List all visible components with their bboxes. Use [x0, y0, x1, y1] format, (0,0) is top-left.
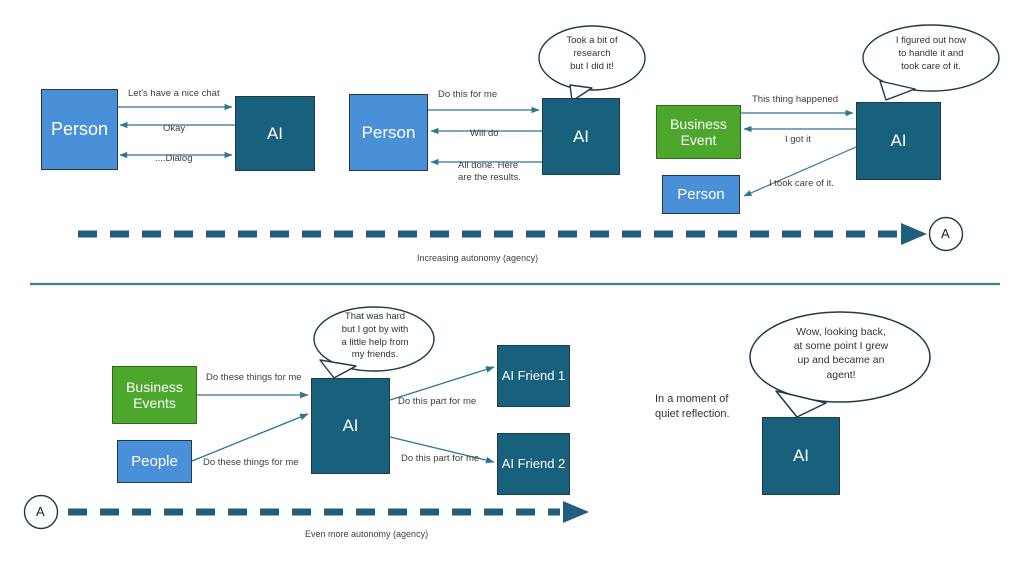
node-people-panel4[interactable]: People — [117, 440, 192, 483]
panel4-connectors — [191, 366, 495, 464]
label-p3-msg1: This thing happened — [752, 94, 839, 105]
panel1-connectors — [118, 103, 235, 159]
node-label: AI Friend 2 — [501, 455, 566, 471]
arrow-p4-ai-to-friend1 — [389, 366, 495, 401]
node-label: Person — [361, 122, 416, 142]
node-ai-panel5[interactable]: AI — [762, 417, 840, 495]
bubble-text-panel3: I figured out how to handle it and took … — [895, 35, 967, 72]
node-business-events-panel4[interactable]: Business Events — [112, 366, 197, 424]
node-label: AI — [572, 126, 590, 146]
bottom-axis-caption: Even more autonomy (agency) — [305, 529, 429, 539]
node-ai-panel4[interactable]: AI — [311, 378, 390, 474]
node-label: AI — [342, 416, 359, 436]
top-axis-end-circle — [928, 216, 964, 252]
top-axis-marker-letter: A — [941, 226, 950, 241]
panel3-connectors — [741, 109, 857, 197]
quiet-reflection-caption: In a moment of quiet reflection. — [655, 393, 730, 420]
label-p2-msg3: All done. Here are the results. — [458, 160, 521, 183]
arrow-p3-msg3 — [743, 146, 857, 197]
node-label: Person — [677, 185, 725, 203]
label-p3-msg2: I got it — [785, 134, 811, 145]
bottom-autonomy-axis — [23, 494, 589, 530]
bottom-axis-arrowhead — [563, 501, 589, 523]
panel2-speech-bubble — [538, 25, 646, 102]
bubble-text-panel2: Took a bit of research but I did it! — [566, 35, 618, 72]
bottom-axis-start-circle — [23, 494, 59, 530]
node-ai-panel3[interactable]: AI — [856, 102, 941, 180]
bubble-text-panel4: That was hard but I got by with a little… — [341, 311, 409, 361]
node-ai-friend-1[interactable]: AI Friend 1 — [497, 345, 570, 407]
label-p3-msg3: I took care of it. — [769, 178, 834, 189]
node-person-panel1[interactable]: Person — [41, 89, 118, 170]
panel3-speech-bubble — [862, 24, 1000, 101]
node-label: AI Friend 1 — [501, 367, 566, 383]
node-label: Person — [50, 119, 109, 140]
node-business-event-panel3[interactable]: Business Event — [656, 105, 741, 159]
label-p2-msg2: Will do — [470, 128, 499, 139]
panel4-speech-bubble — [313, 306, 435, 379]
node-label: AI — [890, 131, 907, 151]
bottom-axis-marker-letter: A — [36, 504, 45, 519]
label-p4-people-to-ai: Do these things for me — [203, 457, 299, 468]
arrow-p4-people-to-ai — [191, 413, 309, 462]
label-p1-msg3: ....Dialog — [155, 153, 193, 164]
label-p1-msg2: Okay — [163, 123, 186, 134]
label-p4-ai-to-friend1: Do this part for me — [398, 396, 477, 407]
label-p1-msg1: Let's have a nice chat — [128, 88, 220, 99]
node-person-panel2[interactable]: Person — [349, 94, 428, 171]
node-label: AI — [266, 123, 284, 143]
node-ai-friend-2[interactable]: AI Friend 2 — [497, 433, 570, 495]
node-person-panel3[interactable]: Person — [662, 175, 740, 214]
node-label: Business Event — [670, 115, 727, 148]
panel2-connectors — [428, 106, 542, 166]
label-p4-events-to-ai: Do these things for me — [206, 372, 302, 383]
label-p2-msg1: Do this for me — [438, 89, 498, 100]
top-axis-arrowhead — [901, 223, 927, 245]
panel5-speech-bubble — [749, 311, 931, 418]
node-label: AI — [792, 446, 810, 466]
top-autonomy-axis — [78, 216, 964, 252]
arrow-p4-ai-to-friend2 — [389, 436, 495, 464]
bubble-text-panel5: Wow, looking back, at some point I grew … — [793, 326, 889, 381]
node-label: Business Events — [126, 378, 183, 411]
node-ai-panel1[interactable]: AI — [235, 96, 315, 171]
node-label: People — [131, 452, 178, 470]
top-axis-caption: Increasing autonomy (agency) — [417, 253, 539, 263]
node-ai-panel2[interactable]: AI — [542, 98, 620, 175]
label-p4-ai-to-friend2: Do this part for me — [401, 453, 480, 464]
